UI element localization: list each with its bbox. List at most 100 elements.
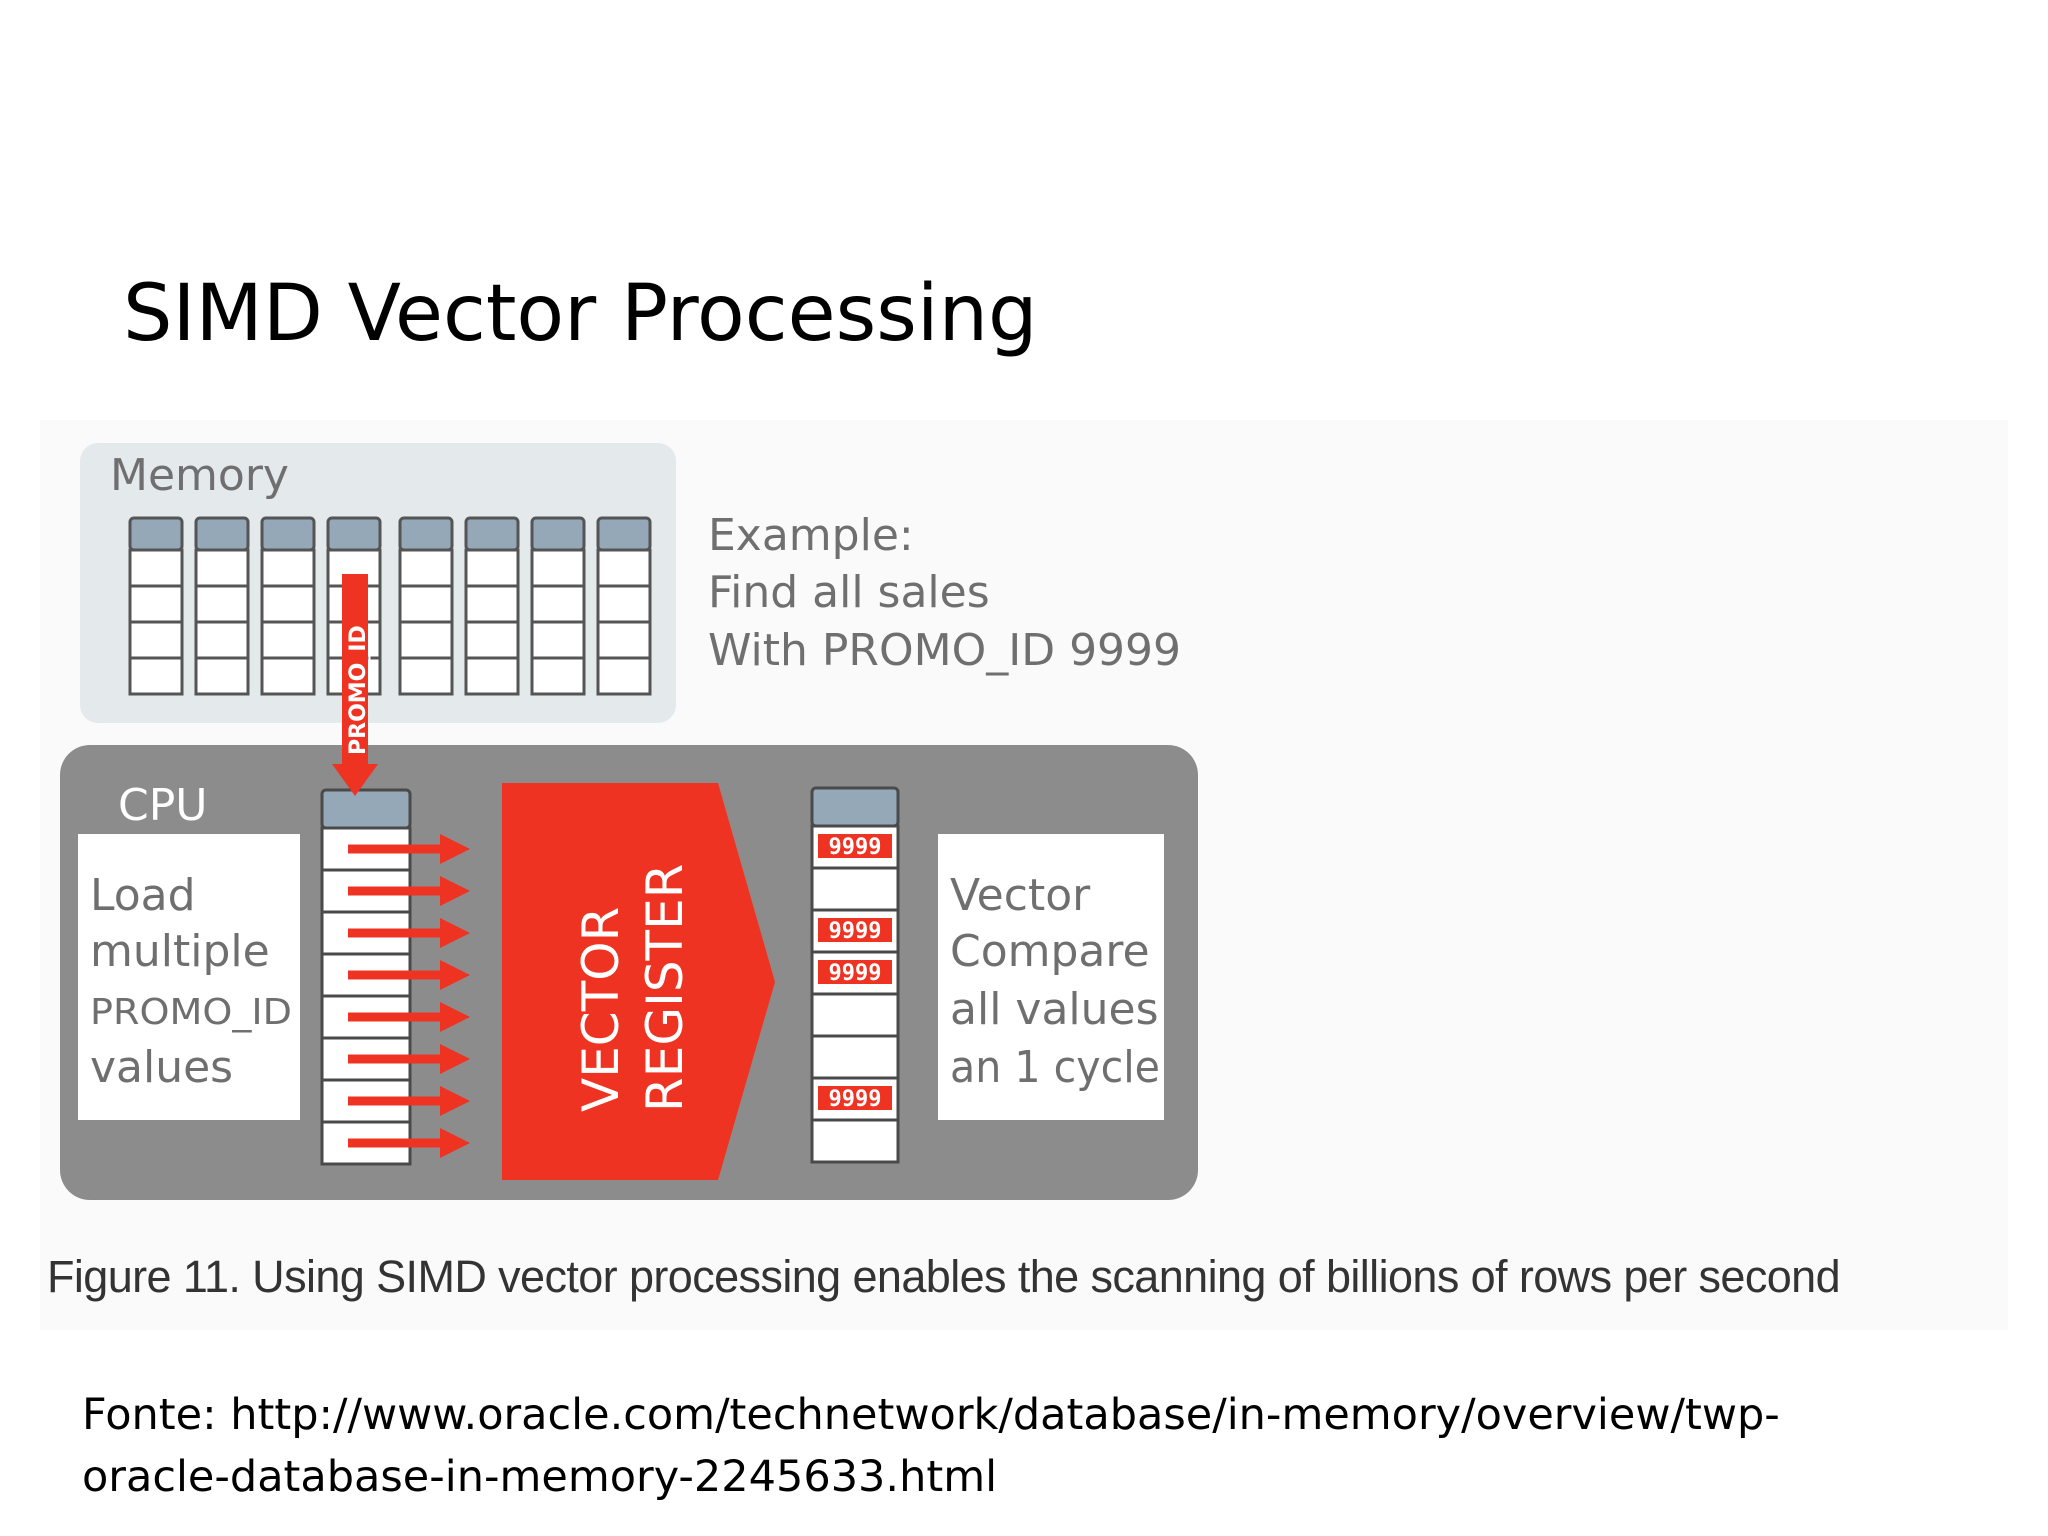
load-arrow-head [440, 1086, 470, 1116]
slide-title: SIMD Vector Processing [123, 269, 1038, 359]
memory-column [596, 516, 652, 696]
compare-line: Compare [950, 926, 1150, 977]
column-header-cell [464, 516, 520, 552]
column-cell [530, 620, 586, 660]
example-text: Example: Find all sales With PROMO_ID 99… [708, 510, 1181, 676]
column-header-cell [128, 516, 184, 552]
load-arrow-head [440, 960, 470, 990]
column-cell [128, 620, 184, 660]
column-header-cell [398, 516, 454, 552]
result-stack-cell [810, 1034, 900, 1080]
load-arrow-head [440, 834, 470, 864]
column-cell [260, 584, 316, 624]
match-value: 9999 [829, 961, 882, 986]
column-cell [128, 584, 184, 624]
column-cell [398, 620, 454, 660]
value-stack-header [320, 788, 412, 830]
column-cell [530, 584, 586, 624]
load-arrows [348, 834, 470, 1158]
result-stack-cell [810, 866, 900, 912]
column-cell [596, 620, 652, 660]
memory-column [464, 516, 520, 696]
example-line: With PROMO_ID 9999 [708, 625, 1181, 676]
column-cell [260, 620, 316, 660]
load-arrow-head [440, 1002, 470, 1032]
column-cell [260, 656, 316, 696]
result-stack-cell [810, 1118, 900, 1164]
match-value: 9999 [829, 835, 882, 860]
promo-id-arrow: PROMO_ID [332, 574, 378, 796]
memory-label: Memory [110, 450, 289, 501]
column-header-cell [260, 516, 316, 552]
compare-line: all values [950, 984, 1159, 1035]
vector-register-label: REGISTER [636, 864, 694, 1112]
load-arrow-head [440, 1128, 470, 1158]
source-line: oracle-database-in-memory-2245633.html [82, 1452, 998, 1502]
column-cell [128, 548, 184, 588]
compare-line: an 1 cycle [950, 1042, 1160, 1093]
result-stack: 9999 9999 9999 9999 [810, 786, 900, 1164]
column-cell [464, 620, 520, 660]
memory-column [398, 516, 454, 696]
load-line: PROMO_ID [90, 992, 292, 1033]
load-line: multiple [90, 926, 270, 977]
column-cell [128, 656, 184, 696]
load-arrow-head [440, 1044, 470, 1074]
match-value: 9999 [829, 1087, 882, 1112]
compare-box [938, 834, 1164, 1120]
column-cell [260, 548, 316, 588]
column-cell [194, 548, 250, 588]
column-cell [194, 656, 250, 696]
column-header-cell [530, 516, 586, 552]
cpu-label: CPU [118, 780, 207, 831]
memory-column [128, 516, 184, 696]
column-cell [398, 656, 454, 696]
load-arrow-head [440, 918, 470, 948]
column-cell [530, 548, 586, 588]
column-cell [596, 584, 652, 624]
example-line: Find all sales [708, 567, 990, 618]
column-cell [530, 656, 586, 696]
example-line: Example: [708, 510, 914, 561]
column-cell [596, 548, 652, 588]
result-stack-header [810, 786, 900, 828]
memory-columns [128, 516, 652, 696]
column-cell [398, 548, 454, 588]
match-marker [818, 834, 892, 858]
match-marker [818, 918, 892, 942]
compare-line: Vector [950, 870, 1091, 921]
load-line: Load [90, 870, 196, 921]
column-cell [596, 656, 652, 696]
source-line: Fonte: http://www.oracle.com/technetwork… [82, 1390, 1780, 1440]
memory-block: Memory [80, 443, 676, 723]
column-header-cell [326, 516, 382, 552]
source-citation: Fonte: http://www.oracle.com/technetwork… [82, 1384, 1780, 1508]
promo-id-arrow-shaft [342, 574, 368, 766]
compare-text: Vector Compare all values an 1 cycle [950, 870, 1160, 1093]
promo-id-arrow-head [332, 764, 378, 796]
memory-column [530, 516, 586, 696]
column-cell [194, 584, 250, 624]
load-line: values [90, 1042, 233, 1093]
column-header-cell [194, 516, 250, 552]
result-stack-cell [810, 992, 900, 1038]
memory-column [194, 516, 250, 696]
column-cell [194, 620, 250, 660]
column-cell [398, 584, 454, 624]
column-cell [464, 548, 520, 588]
memory-column [260, 516, 316, 696]
column-cell [464, 584, 520, 624]
vector-register-label: VECTOR [572, 907, 630, 1112]
promo-id-arrow-label: PROMO_ID [346, 625, 371, 755]
figure-caption: Figure 11. Using SIMD vector processing … [47, 1251, 1841, 1302]
match-marker [818, 960, 892, 984]
vector-register [502, 783, 775, 1180]
column-header-cell [596, 516, 652, 552]
cpu-block: CPU Load multiple PROMO_ID values VECTOR… [60, 745, 1198, 1200]
match-marker [818, 1086, 892, 1110]
match-value: 9999 [829, 919, 882, 944]
load-text: Load multiple PROMO_ID values [90, 870, 292, 1093]
load-box [78, 834, 300, 1120]
load-arrow-head [440, 876, 470, 906]
